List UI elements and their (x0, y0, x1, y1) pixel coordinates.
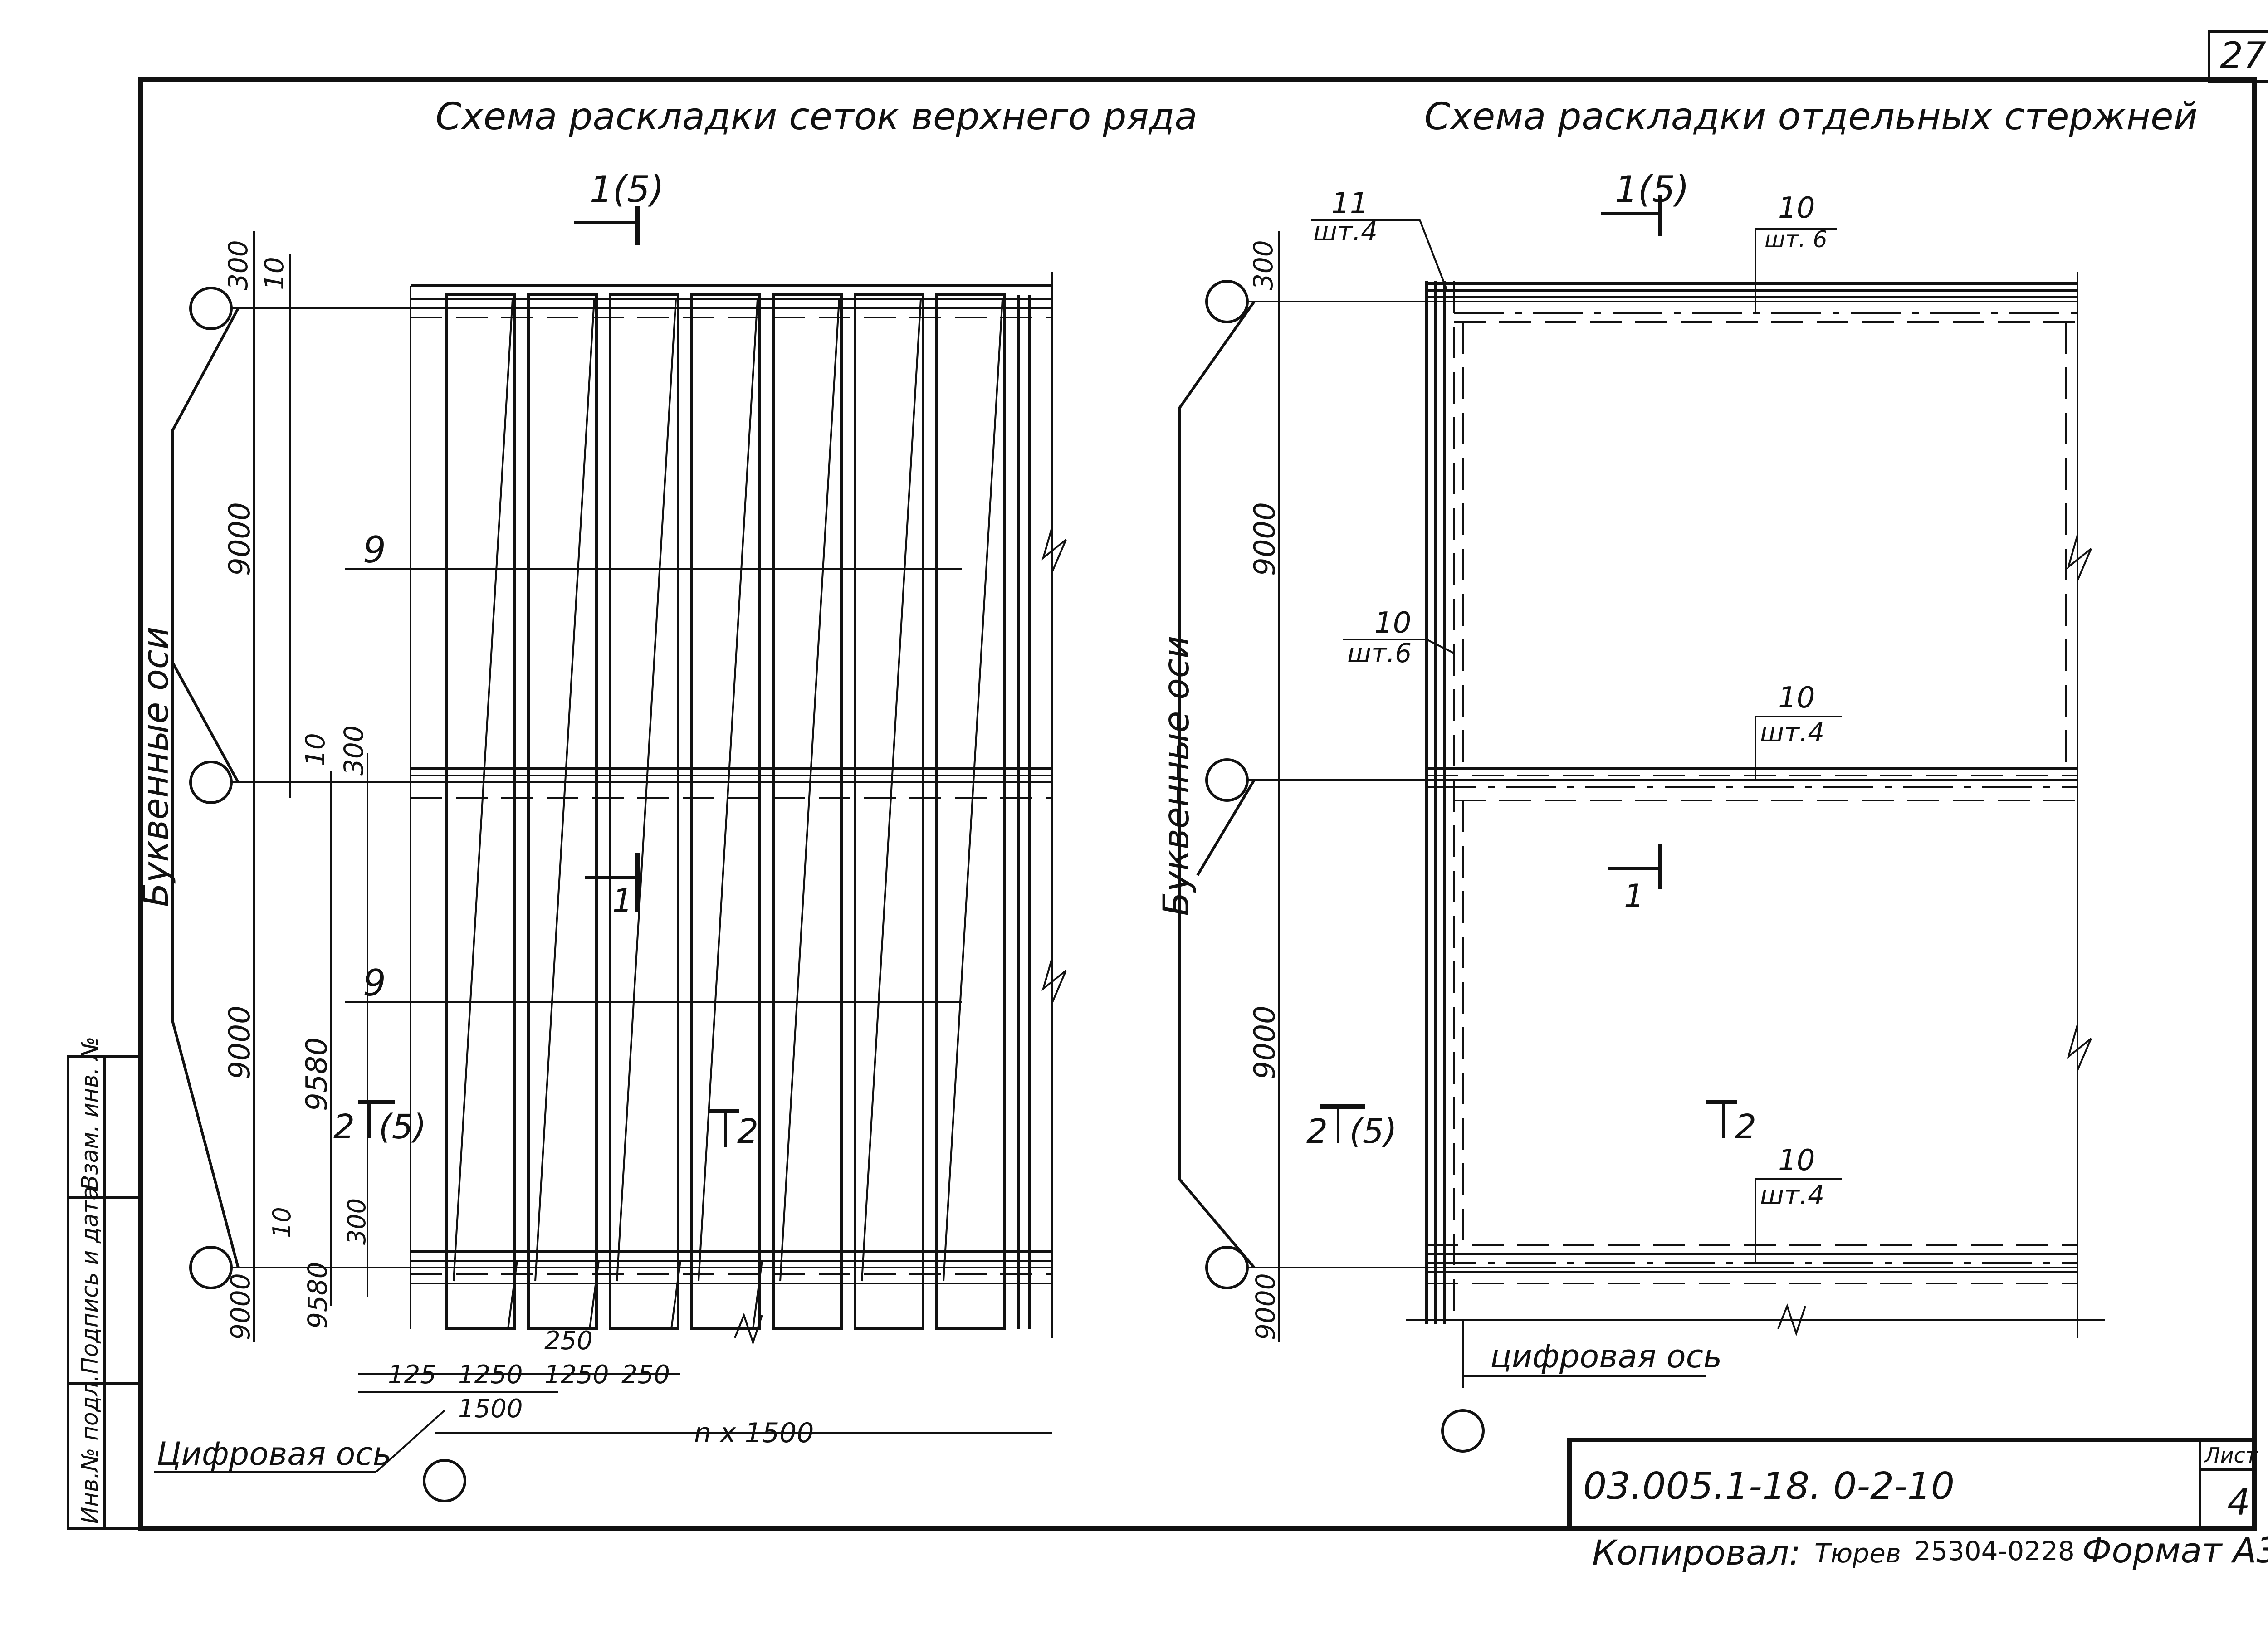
left-dim-300-bot: 300 (342, 1198, 371, 1245)
left-digital-axis-circle (423, 1459, 466, 1502)
right-bar-grid (1406, 272, 2105, 1338)
left-dim-1250-b: 1250 (544, 1360, 609, 1390)
left-dim-9000-lower: 9000 (223, 1005, 257, 1079)
left-panel-columns (445, 293, 1031, 1330)
left-section-a: 2 (333, 1107, 355, 1146)
left-dim-1250-a: 1250 (458, 1360, 523, 1390)
left-stamp: Инв.№ подл. Подпись и дата Взам. инв. № (67, 1037, 142, 1530)
left-digital-axis-label: Цифровая ось (156, 1435, 391, 1473)
svg-text:10: 10 (1778, 1144, 1815, 1177)
svg-text:10: 10 (1778, 681, 1815, 715)
left-mesh-grid (410, 272, 1067, 1346)
left-section-a-ref: (5) (379, 1107, 426, 1146)
order-suffix: 28 (2041, 1536, 2075, 1566)
title-block: 03.005.1-18. 0-2-10 Лист 4 (1567, 1438, 2258, 1531)
svg-text:шт.4: шт.4 (1313, 216, 1378, 247)
svg-text:10: 10 (1778, 191, 1815, 225)
stamp-signature-date: Подпись и дата (77, 1186, 103, 1374)
copied-signature: Тюрев (1814, 1538, 1901, 1569)
sheet-label: Лист (2204, 1443, 2258, 1468)
right-callout-10-top: 10 шт. 6 (1755, 191, 1837, 313)
right-callout-10-bot: 10 шт.4 (1755, 1144, 1842, 1263)
copied-by-label: Копировал: (1592, 1532, 1801, 1573)
left-section-top: 1(5) (590, 168, 664, 210)
left-dim-300-mid: 300 (338, 725, 369, 776)
right-section-mid: 1 (1624, 878, 1644, 915)
right-section-b: 2 (1735, 1107, 1756, 1146)
left-panel-diagonals (453, 299, 1003, 1329)
left-dim-9000-upper: 9000 (223, 502, 257, 576)
right-callout-10-mid: 10 шт.4 (1755, 681, 1842, 780)
right-dim-9000-upper: 9000 (1248, 502, 1282, 576)
left-axis-circle-top (189, 287, 233, 330)
main-frame (138, 77, 2257, 1531)
footer: Копировал: Тюрев 25304-02 28 Формат А3 (1592, 1530, 2268, 1573)
left-dim-9580-b: 9580 (302, 1262, 333, 1329)
left-dim-n-x-1500: n x 1500 (694, 1417, 814, 1449)
left-axis-label: Буквенные оси (136, 627, 176, 907)
page-number: 27 (2220, 34, 2266, 77)
svg-text:шт.4: шт.4 (1760, 1180, 1824, 1210)
right-digital-axis-label: цифровая ось (1490, 1338, 1722, 1375)
sheet-number: 4 (2227, 1481, 2250, 1523)
right-axis-circle-mid (1205, 758, 1249, 802)
stamp-replaces-inv: Взам. инв. № (77, 1037, 103, 1190)
svg-text:11: 11 (1331, 187, 1368, 220)
right-dim-9000-lower: 9000 (1248, 1005, 1282, 1079)
right-title: Схема раскладки отдельных стержней (1424, 95, 2198, 138)
left-dim-10-top: 10 (259, 257, 290, 290)
left-axis-circle-mid (189, 761, 233, 804)
svg-text:шт.6: шт.6 (1347, 638, 1412, 668)
right-digital-axis-circle (1441, 1409, 1485, 1453)
right-callout-11: 11 шт.4 (1311, 187, 1448, 291)
right-section-a: 2 (1306, 1112, 1328, 1151)
left-dim-125: 125 (388, 1360, 436, 1390)
right-axis-label: Буквенные оси (1156, 636, 1197, 916)
left-dim-250-a: 250 (544, 1326, 593, 1356)
right-dim-9000-bot: 9000 (1250, 1273, 1281, 1340)
right-dim-300: 300 (1248, 240, 1279, 290)
left-dim-250-b: 250 (621, 1360, 670, 1390)
document-code: 03.005.1-18. 0-2-10 (1583, 1465, 1955, 1508)
left-dim-9580-a: 9580 (300, 1037, 334, 1111)
left-dim-9000-bot: 9000 (225, 1273, 256, 1340)
left-dim-10-bot: 10 (268, 1207, 296, 1238)
left-title: Схема раскладки сеток верхнего ряда (435, 95, 1198, 138)
order-number: 25304-02 (1914, 1536, 2041, 1566)
left-section-mid: 1 (612, 882, 633, 919)
left-section-b: 2 (737, 1112, 758, 1151)
svg-text:шт. 6: шт. 6 (1765, 226, 1827, 253)
right-scheme: Схема раскладки отдельных стержней 1(5) … (1156, 95, 2198, 1453)
left-scheme: Схема раскладки сеток верхнего ряда 1(5)… (136, 95, 1198, 1502)
right-axis-circle-top (1205, 280, 1249, 323)
format-label: Формат А3 (2082, 1530, 2268, 1571)
left-mark-9-lower: 9 (363, 962, 386, 1004)
left-mark-9-upper: 9 (363, 529, 386, 571)
svg-text:10: 10 (1374, 606, 1411, 640)
left-dim-1500: 1500 (458, 1394, 523, 1424)
stamp-inv-no: Инв.№ подл. (77, 1375, 103, 1524)
left-dim-10-mid: 10 (300, 733, 331, 766)
right-section-a-ref: (5) (1349, 1112, 1397, 1151)
right-section-top: 1(5) (1615, 168, 1689, 210)
svg-text:шт.4: шт.4 (1760, 717, 1824, 748)
left-dim-300-top: 300 (223, 240, 254, 290)
right-callout-10-left: 10 шт.6 (1343, 606, 1454, 668)
